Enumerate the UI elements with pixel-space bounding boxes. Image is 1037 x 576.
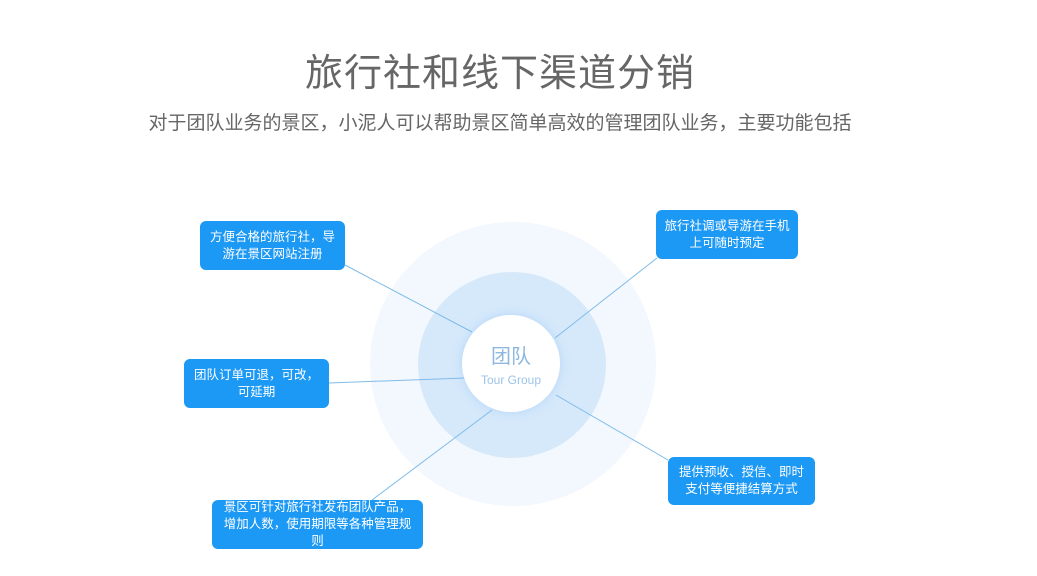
feature-box-mobile-booking: 旅行社调或导游在手机上可随时预定 xyxy=(656,210,798,259)
connector-line xyxy=(328,377,466,384)
connector-line xyxy=(554,257,658,339)
feature-text: 提供预收、授信、即时支付等便捷结算方式 xyxy=(678,465,804,496)
feature-box-registration: 方便合格的旅行社，导游在景区网站注册 xyxy=(200,221,345,270)
feature-text: 方便合格的旅行社，导游在景区网站注册 xyxy=(209,229,335,261)
feature-text: 团队订单可退，可改，可延期 xyxy=(193,367,319,399)
feature-box-settlement: 提供预收、授信、即时支付等便捷结算方式 xyxy=(668,457,815,505)
center-sublabel: Tour Group xyxy=(480,373,542,387)
page-subtitle: 对于团队业务的景区，小泥人可以帮助景区简单高效的管理团队业务，主要功能包括 xyxy=(148,113,852,134)
center-label: 团队 xyxy=(491,346,531,368)
feature-text: 旅行社调或导游在手机上可随时预定 xyxy=(664,218,790,250)
center-node: 团队 Tour Group xyxy=(462,315,560,412)
connector-line xyxy=(371,409,493,501)
feature-box-product-rules: 景区可针对旅行社发布团队产品，增加人数，使用期限等各种管理规则 xyxy=(212,500,423,549)
connector-line xyxy=(555,394,669,461)
feature-box-order-changes: 团队订单可退，可改，可延期 xyxy=(184,359,329,408)
page-title: 旅行社和线下渠道分销 xyxy=(304,53,695,95)
feature-text: 景区可针对旅行社发布团队产品，增加人数，使用期限等各种管理规则 xyxy=(223,500,412,548)
connector-line xyxy=(344,264,473,333)
